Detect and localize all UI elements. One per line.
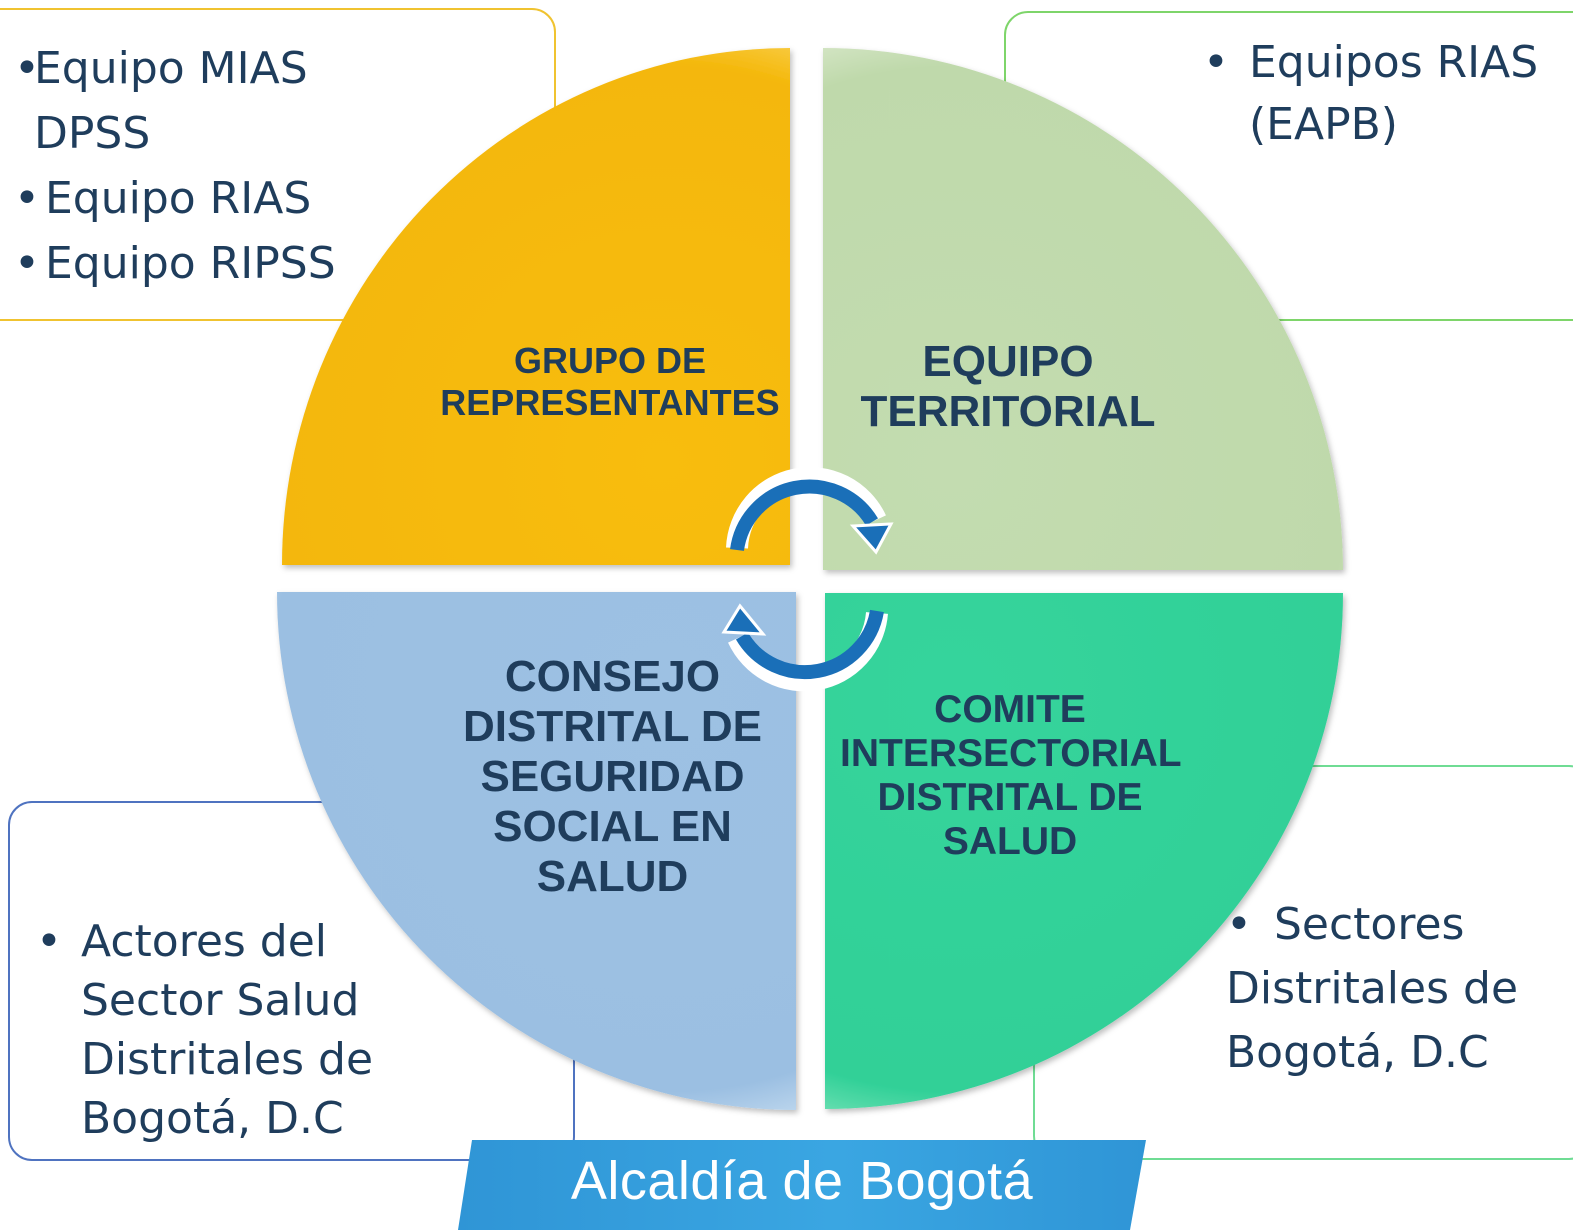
bullet-icon: • [1226, 899, 1252, 950]
banner-text: Alcaldía de Bogotá [570, 1151, 1034, 1211]
arrow-head-bottom [721, 603, 767, 636]
quadrant-bottom-right [825, 593, 1343, 1109]
list-bottom-right: •Sectores Distritales de Bogotá, D.C [1226, 893, 1546, 1085]
list-top-right: • Equipos RIAS (EAPB) [1203, 32, 1539, 156]
label-consejo-distrital: CONSEJO DISTRITAL DE SEGURIDAD SOCIAL EN… [462, 652, 763, 901]
list-item: •Sectores Distritales de Bogotá, D.C [1226, 899, 1519, 1078]
alcaldia-banner: Alcaldía de Bogotá [458, 1140, 1146, 1230]
list-item: • Equipo MIAS DPSS [14, 36, 336, 166]
quadrant-top-right [823, 48, 1343, 570]
arrow-top-arc [730, 479, 879, 552]
bullet-icon: • [14, 173, 40, 224]
list-item: • Equipo RIAS [14, 166, 336, 231]
arrow-bottom-arc [735, 609, 884, 680]
bullet-icon: • [14, 43, 40, 94]
list-item: • Equipo RIPSS [14, 231, 336, 296]
list-item: • Equipos RIAS (EAPB) [1203, 32, 1539, 156]
label-equipo-territorial: EQUIPO TERRITORIAL [860, 337, 1156, 436]
list-item: • Actores del Sector Salud Distritales d… [36, 912, 401, 1148]
label-grupo-de-representantes: GRUPO DE REPRESENTANTES [440, 340, 780, 423]
quadrant-top-left [282, 48, 790, 565]
arrow-head-top [849, 522, 894, 555]
bullet-icon: • [1203, 37, 1229, 88]
quadrant-bottom-left [277, 592, 796, 1110]
list-top-left: • Equipo MIAS DPSS • Equipo RIAS • Equip… [14, 36, 336, 296]
bullet-icon: • [14, 238, 40, 289]
label-comite-intersectorial: COMITE INTERSECTORIAL DISTRITAL DE SALUD [840, 688, 1182, 863]
bullet-icon: • [36, 916, 62, 967]
list-bottom-left: • Actores del Sector Salud Distritales d… [36, 912, 401, 1148]
